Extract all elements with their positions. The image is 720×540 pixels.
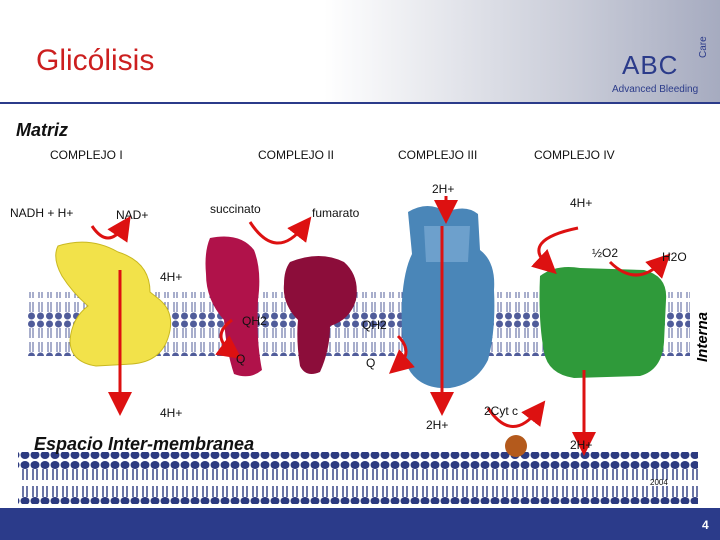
label-nad: NAD+	[116, 208, 149, 222]
cyt-c-shape	[505, 435, 527, 457]
label-nadh: NADH + H+	[10, 206, 74, 220]
arrow-qh2-left	[215, 318, 242, 360]
complejo-2-lobe	[283, 256, 357, 374]
label-complejo-1: COMPLEJO I	[50, 148, 123, 162]
arrow-cytc-curve	[486, 400, 546, 428]
label-interna: Interna	[694, 311, 711, 362]
label-2h-bottom: 2H+	[426, 418, 449, 432]
page-title: Glicólisis	[36, 44, 155, 77]
label-4h-left: 4H+	[160, 270, 183, 284]
outer-membrane	[18, 452, 698, 504]
complejo-2-shape	[205, 236, 262, 377]
complejo-3-shape	[401, 206, 495, 389]
label-complejo-4: COMPLEJO IV	[534, 148, 615, 162]
complejo-1-shape	[55, 241, 172, 367]
label-cyt-c: 2Cyt c	[484, 404, 519, 418]
arrow-o2-curve	[608, 253, 671, 279]
label-4h-top-right: 4H+	[570, 196, 593, 210]
page-number: 4	[702, 518, 709, 532]
label-complejo-3: COMPLEJO III	[398, 148, 478, 162]
arrow-succinato-curve	[248, 216, 312, 245]
label-4h-bottom: 4H+	[160, 406, 183, 420]
header-divider	[0, 102, 720, 104]
complejo-3-stem	[424, 226, 470, 262]
label-2h-bottom-right: 2H+	[570, 438, 593, 452]
copyright-text: 2004	[650, 478, 668, 487]
arrow-4h-right	[531, 226, 579, 275]
footer-band	[0, 508, 720, 540]
logo-text: ABC	[622, 50, 679, 80]
label-matriz: Matriz	[16, 120, 69, 140]
arrow-nadh-curve	[90, 216, 131, 243]
label-q-right: Q	[366, 356, 376, 370]
logo-subtitle: Advanced Bleeding	[612, 84, 699, 95]
label-h2o: H2O	[662, 250, 687, 264]
label-q-left: Q	[236, 352, 246, 366]
label-half-o2: ½O2	[592, 246, 619, 260]
arrow-qh2-right	[388, 334, 415, 374]
label-fumarato: fumarato	[312, 206, 360, 220]
complejo-4-shape	[539, 267, 667, 378]
label-qh2-right: QH2	[362, 318, 387, 332]
label-espacio: Espacio Inter-membranea	[34, 434, 255, 454]
label-2h-top: 2H+	[432, 182, 455, 196]
header-band	[0, 0, 720, 102]
label-qh2-left: QH2	[242, 314, 267, 328]
label-succinato: succinato	[210, 202, 261, 216]
label-complejo-2: COMPLEJO II	[258, 148, 335, 162]
